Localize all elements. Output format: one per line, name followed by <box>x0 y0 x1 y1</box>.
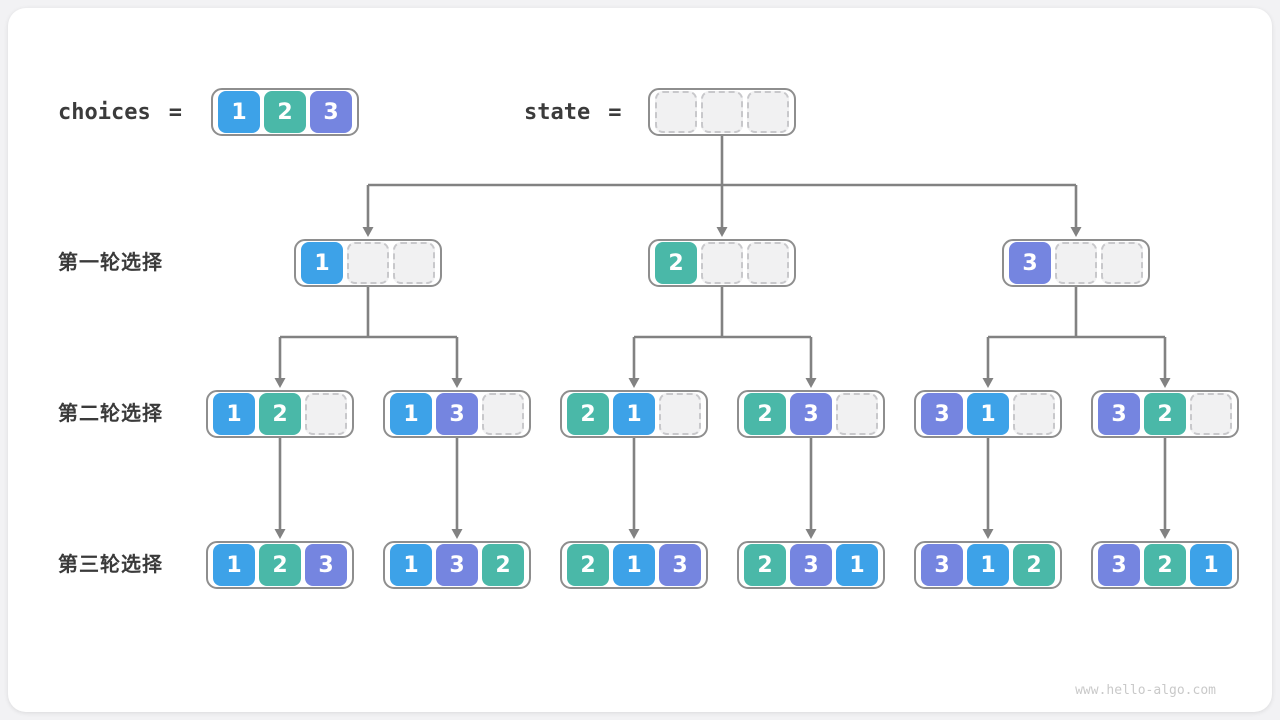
cell-value-1: 1 <box>218 91 260 133</box>
cell-value-1: 1 <box>836 544 878 586</box>
cell-empty <box>305 393 347 435</box>
cell-empty <box>482 393 524 435</box>
cell-value-2: 2 <box>264 91 306 133</box>
cell-value-1: 1 <box>967 393 1009 435</box>
cell-value-1: 1 <box>613 393 655 435</box>
state-box-row1-3: 3 <box>1002 239 1150 287</box>
cell-value-3: 3 <box>1009 242 1051 284</box>
choices-equals-sign: = <box>168 99 182 125</box>
row-label-round-3: 第三轮选择 <box>58 554 163 576</box>
cell-value-1: 1 <box>390 393 432 435</box>
choices-label: choices <box>58 99 151 125</box>
cell-value-1: 1 <box>213 544 255 586</box>
cell-value-2: 2 <box>744 393 786 435</box>
cell-value-3: 3 <box>436 544 478 586</box>
cell-empty <box>1101 242 1143 284</box>
cell-value-2: 2 <box>482 544 524 586</box>
cell-value-2: 2 <box>259 393 301 435</box>
cell-value-1: 1 <box>390 544 432 586</box>
cell-value-3: 3 <box>1098 544 1140 586</box>
row-label-round-2: 第二轮选择 <box>58 403 163 425</box>
cell-empty <box>1190 393 1232 435</box>
cell-value-2: 2 <box>567 544 609 586</box>
cell-value-3: 3 <box>310 91 352 133</box>
diagram-card <box>8 8 1272 712</box>
cell-value-1: 1 <box>613 544 655 586</box>
cell-empty <box>393 242 435 284</box>
cell-empty <box>701 91 743 133</box>
cell-empty <box>347 242 389 284</box>
cell-value-3: 3 <box>790 393 832 435</box>
state-box-row1-1: 1 <box>294 239 442 287</box>
watermark: www.hello-algo.com <box>1075 683 1216 698</box>
cell-value-1: 1 <box>1190 544 1232 586</box>
cell-empty <box>655 91 697 133</box>
cell-value-2: 2 <box>1013 544 1055 586</box>
cell-value-3: 3 <box>921 393 963 435</box>
cell-value-3: 3 <box>305 544 347 586</box>
cell-value-3: 3 <box>659 544 701 586</box>
cell-value-2: 2 <box>1144 544 1186 586</box>
state-label: state <box>524 99 591 125</box>
cell-empty <box>836 393 878 435</box>
cell-empty <box>747 242 789 284</box>
state-group: state = <box>524 88 621 136</box>
cell-value-1: 1 <box>301 242 343 284</box>
cell-value-2: 2 <box>259 544 301 586</box>
state-box-row1-2: 2 <box>648 239 796 287</box>
cell-value-3: 3 <box>790 544 832 586</box>
row-label-round-1: 第一轮选择 <box>58 252 163 274</box>
cell-empty <box>659 393 701 435</box>
cell-value-2: 2 <box>744 544 786 586</box>
cell-empty <box>701 242 743 284</box>
state-box-root <box>648 88 796 136</box>
choices-group: choices = <box>58 88 182 136</box>
cell-empty <box>1013 393 1055 435</box>
cell-value-2: 2 <box>567 393 609 435</box>
cell-value-3: 3 <box>1098 393 1140 435</box>
cell-value-2: 2 <box>1144 393 1186 435</box>
cell-value-2: 2 <box>655 242 697 284</box>
cell-value-1: 1 <box>967 544 1009 586</box>
cell-empty <box>747 91 789 133</box>
cell-empty <box>1055 242 1097 284</box>
cell-value-3: 3 <box>436 393 478 435</box>
cell-value-1: 1 <box>213 393 255 435</box>
state-equals-sign: = <box>608 99 622 125</box>
cell-value-3: 3 <box>921 544 963 586</box>
